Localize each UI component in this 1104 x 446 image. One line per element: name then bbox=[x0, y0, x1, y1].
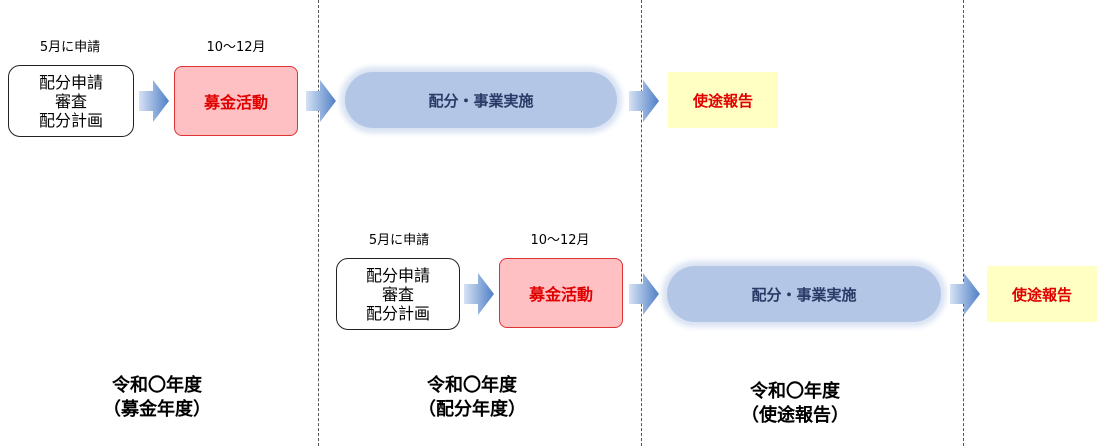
bottom-arrow-2 bbox=[629, 273, 659, 315]
fiscal-year-report-line-1: 令和〇年度 bbox=[750, 381, 840, 402]
top-arrow-2 bbox=[306, 80, 336, 122]
top-review-box: 配分申請 審査 配分計画 bbox=[8, 65, 134, 137]
bottom-review-line-3: 配分計画 bbox=[365, 303, 430, 323]
column-divider-1 bbox=[318, 0, 319, 446]
fiscal-year-report: 令和〇年度 （使途報告） bbox=[741, 380, 849, 428]
top-implementation-pill: 配分・事業実施 bbox=[345, 72, 617, 128]
bottom-arrow-3 bbox=[950, 273, 980, 315]
top-campaign-box: 募金活動 bbox=[174, 66, 298, 136]
fiscal-year-allocation: 令和〇年度 （配分年度） bbox=[418, 374, 526, 422]
bottom-implementation-pill: 配分・事業実施 bbox=[667, 266, 941, 322]
top-arrow-3 bbox=[629, 80, 659, 122]
fiscal-year-fundraising-line-2: （募金年度） bbox=[103, 399, 211, 420]
top-apply-month-label: 5月に申請 bbox=[39, 40, 101, 55]
bottom-review-box: 配分申請 審査 配分計画 bbox=[336, 258, 460, 330]
top-review-line-3: 配分計画 bbox=[38, 110, 103, 130]
top-campaign-period-label: 10～12月 bbox=[206, 40, 266, 55]
fiscal-year-fundraising-line-1: 令和〇年度 bbox=[112, 375, 202, 396]
top-report-box: 使途報告 bbox=[668, 72, 778, 128]
bottom-campaign-period-label: 10～12月 bbox=[530, 233, 590, 248]
bottom-campaign-box: 募金活動 bbox=[499, 258, 623, 328]
bottom-arrow-1 bbox=[464, 273, 494, 315]
bottom-report-box: 使途報告 bbox=[987, 266, 1097, 322]
column-divider-2 bbox=[641, 0, 642, 446]
fiscal-year-report-line-2: （使途報告） bbox=[741, 405, 849, 426]
bottom-review-line-2: 審査 bbox=[381, 284, 414, 304]
bottom-apply-month-label: 5月に申請 bbox=[368, 233, 430, 248]
fiscal-year-fundraising: 令和〇年度 （募金年度） bbox=[103, 374, 211, 422]
bottom-review-line-1: 配分申請 bbox=[365, 265, 430, 285]
top-arrow-1 bbox=[139, 80, 169, 122]
fiscal-year-allocation-line-2: （配分年度） bbox=[418, 399, 526, 420]
fiscal-year-allocation-line-1: 令和〇年度 bbox=[427, 375, 517, 396]
top-review-line-1: 配分申請 bbox=[38, 72, 103, 92]
column-divider-3 bbox=[963, 0, 964, 446]
top-review-line-2: 審査 bbox=[54, 91, 87, 111]
